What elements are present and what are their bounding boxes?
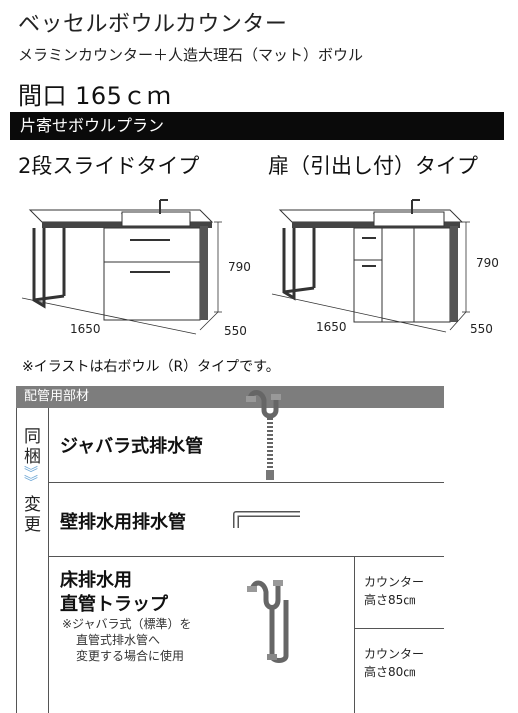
counter-80-line-1: カウンター: [364, 647, 425, 661]
floor-drain-note-2: 直管式排水管へ: [76, 633, 161, 647]
floor-drain-label-1: 床排水用: [60, 570, 132, 591]
table-border: [48, 482, 444, 483]
side-label-change-2: 更: [24, 515, 41, 535]
counter-85-line-2: 高さ85㎝: [364, 593, 416, 607]
width-dim-slide: 1650: [70, 322, 101, 336]
side-label-bundled-2: 梱: [24, 447, 41, 467]
width-dim-door: 1650: [316, 320, 347, 334]
piping-header: 配管用部材: [16, 386, 444, 408]
floor-drain-note-3: 変更する場合に使用: [76, 649, 185, 663]
type-title-door: 扉（引出し付）タイプ: [268, 154, 478, 178]
height-dim-door: 790: [476, 256, 499, 270]
depth-dim-slide: 550: [224, 324, 247, 338]
plan-bar: 片寄せボウルプラン: [10, 112, 504, 140]
table-border: [16, 408, 17, 713]
plan-label: 片寄せボウルプラン: [20, 116, 165, 135]
illustration-note: ※イラストは右ボウル（R）タイプです。: [22, 359, 280, 375]
chevron-down-icon: ︾︾: [24, 466, 38, 491]
side-label-bundled-1: 同: [24, 427, 41, 447]
table-border: [354, 628, 444, 629]
width-label: 間口 165ｃｍ: [18, 82, 172, 110]
height-dim-slide: 790: [228, 260, 251, 274]
wall-drain-label: 壁排水用排水管: [60, 512, 186, 533]
page-subtitle: メラミンカウンター＋人造大理石（マット）ボウル: [18, 46, 364, 64]
table-border: [354, 556, 355, 713]
counter-85-line-1: カウンター: [364, 575, 425, 589]
depth-dim-door: 550: [470, 322, 493, 336]
side-label-change-1: 変: [24, 495, 41, 515]
table-border: [48, 556, 444, 557]
table-border: [48, 408, 49, 713]
bellows-drain-label: ジャバラ式排水管: [60, 436, 204, 457]
floor-drain-note-1: ※ジャバラ式（標準）を: [62, 617, 192, 631]
counter-80-line-2: 高さ80㎝: [364, 665, 416, 679]
floor-drain-label-2: 直管トラップ: [60, 594, 168, 615]
type-title-slide: 2段スライドタイプ: [18, 154, 200, 178]
page-title: ベッセルボウルカウンター: [18, 12, 288, 37]
